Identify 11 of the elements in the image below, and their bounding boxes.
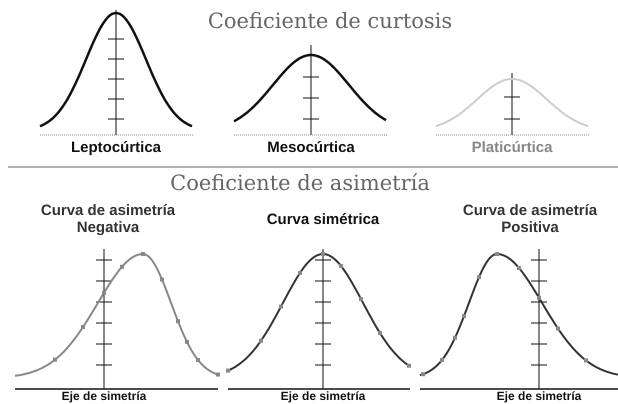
axis-label: Eje de simetría bbox=[496, 390, 582, 404]
axis-label: Eje de simetría bbox=[280, 390, 366, 404]
section-heading: Coeficiente de asimetría bbox=[170, 172, 430, 196]
curve-title: Curva de asimetría Positiva bbox=[462, 203, 598, 236]
curve-title: Curva de asimetría Negativa bbox=[40, 203, 176, 236]
curve-label: Leptocúrtica bbox=[71, 140, 161, 156]
curve-label: Mesocúrtica bbox=[267, 140, 355, 156]
curve-title: Curva simétrica bbox=[266, 212, 380, 228]
section-heading: Coeficiente de curtosis bbox=[208, 10, 452, 34]
axis-label: Eje de simetría bbox=[62, 390, 146, 404]
curve-label: Platicúrtica bbox=[472, 140, 552, 156]
